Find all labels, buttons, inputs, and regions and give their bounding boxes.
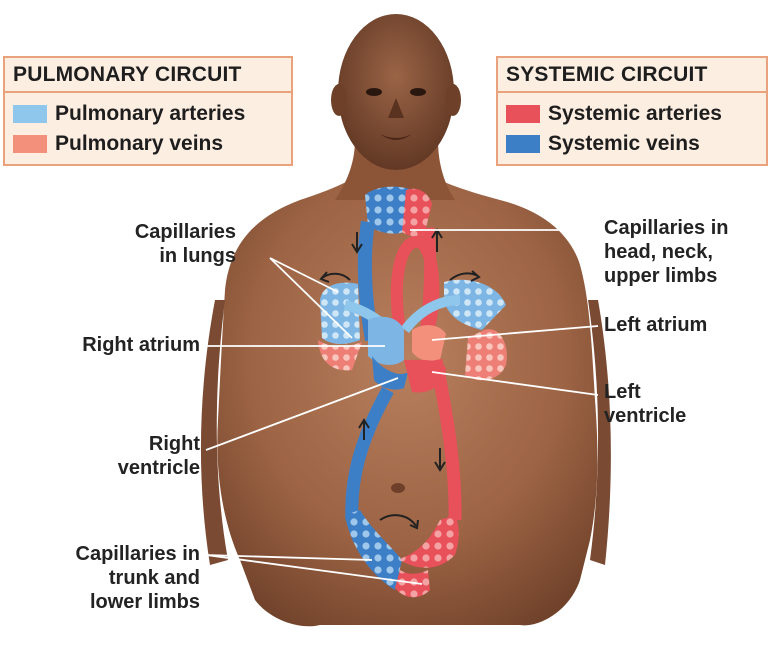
arrow-lung-right [319, 271, 351, 283]
right-arm-shadow [588, 300, 611, 565]
nose [388, 98, 404, 118]
head [338, 14, 454, 170]
systemic-veins-label: Systemic veins [548, 132, 700, 155]
left-lung-artery [465, 329, 507, 381]
leader-capillaries-lungs-2 [269, 257, 353, 339]
right-lung-artery [318, 340, 362, 371]
left-arm-shadow [200, 300, 228, 565]
arrow-up-ivc [358, 418, 370, 440]
systemic-legend-title: SYSTEMIC CIRCUIT [498, 58, 766, 93]
left-eye [366, 88, 382, 96]
arrow-down-svc [351, 232, 363, 254]
torso [217, 180, 598, 627]
systemic-arteries-label: Systemic arteries [548, 102, 722, 125]
label-right-ventricle: Right ventricle [60, 432, 200, 480]
label-right-atrium: Right atrium [20, 333, 200, 357]
pulmonary-arteries-label: Pulmonary arteries [55, 102, 246, 125]
label-right-atrium-text: Right atrium [82, 334, 200, 356]
label-capillaries-trunk-line3: lower limbs [89, 591, 200, 613]
leader-right-ventricle [205, 377, 399, 451]
arrow-down-aorta [434, 448, 446, 472]
right-ventricle-chamber [372, 356, 408, 390]
systemic-veins-swatch [506, 135, 540, 153]
label-capillaries-lungs-line2: in lungs [159, 245, 236, 267]
label-right-ventricle-line2: ventricle [117, 457, 200, 479]
head-capillary-bed-vein [365, 186, 412, 234]
circulatory-system [318, 186, 507, 598]
legend-item-systemic-arteries: Systemic arteries [506, 99, 758, 129]
leader-left-ventricle [431, 371, 599, 396]
right-atrium-chamber [368, 316, 404, 365]
leader-capillaries-trunk-2 [205, 554, 423, 585]
aortic-arch [390, 236, 440, 332]
label-left-atrium: Left atrium [604, 313, 764, 337]
label-capillaries-trunk-line2: trunk and [108, 567, 200, 589]
pulmonary-veins-swatch [13, 135, 47, 153]
label-right-ventricle-line1: Right [148, 433, 200, 455]
descending-aorta [429, 358, 462, 521]
left-ear [331, 84, 347, 116]
right-eye [410, 88, 426, 96]
lower-capillary-bed-artery [400, 515, 459, 568]
legend-item-pulmonary-arteries: Pulmonary arteries [13, 99, 283, 129]
right-ear [445, 84, 461, 116]
pulmonary-arteries-swatch [13, 105, 47, 123]
inferior-vena-cava [345, 386, 394, 521]
arrow-lower-curve [379, 514, 419, 530]
navel [391, 483, 405, 493]
lower-capillary-bed-base [395, 570, 430, 598]
label-capillaries-trunk-line1: Capillaries in [75, 543, 201, 565]
label-left-atrium-text: Left atrium [604, 314, 708, 336]
label-capillaries-head: Capillaries in head, neck, upper limbs [604, 216, 772, 288]
label-capillaries-lungs: Capillaries in lungs [60, 220, 236, 268]
label-left-ventricle-line2: ventricle [604, 405, 687, 427]
pulmonary-veins-label: Pulmonary veins [55, 132, 224, 155]
right-lung-vein [320, 282, 360, 344]
legend-item-pulmonary-veins: Pulmonary veins [13, 129, 283, 159]
label-capillaries-trunk: Capillaries in trunk and lower limbs [20, 542, 201, 614]
label-left-ventricle-line1: Left [604, 381, 641, 403]
left-atrium-chamber [412, 325, 446, 362]
left-lung-vein [444, 279, 506, 330]
head-capillary-bed-artery [402, 188, 432, 237]
leader-left-atrium [431, 325, 599, 341]
pulmonary-legend-title: PULMONARY CIRCUIT [5, 58, 291, 93]
legend-item-systemic-veins: Systemic veins [506, 129, 758, 159]
label-capillaries-head-line3: upper limbs [604, 265, 718, 287]
label-capillaries-lungs-line1: Capillaries [134, 221, 236, 243]
systemic-legend: SYSTEMIC CIRCUIT Systemic arteries Syste… [496, 56, 768, 166]
pulmonary-artery-left [401, 295, 461, 334]
label-capillaries-head-line2: head, neck, [604, 241, 713, 263]
human-body [200, 14, 611, 627]
leader-capillaries-trunk-1 [205, 554, 373, 561]
lower-capillary-bed-vein [345, 510, 402, 590]
pulmonary-legend: PULMONARY CIRCUIT Pulmonary arteries Pul… [3, 56, 293, 166]
label-capillaries-head-line1: Capillaries in [604, 217, 729, 239]
arrow-lung-left [449, 270, 481, 282]
systemic-arteries-swatch [506, 105, 540, 123]
leader-lines [205, 229, 599, 585]
label-left-ventricle: Left ventricle [604, 380, 744, 428]
mouth [380, 134, 412, 140]
leader-capillaries-lungs-1 [269, 257, 339, 293]
